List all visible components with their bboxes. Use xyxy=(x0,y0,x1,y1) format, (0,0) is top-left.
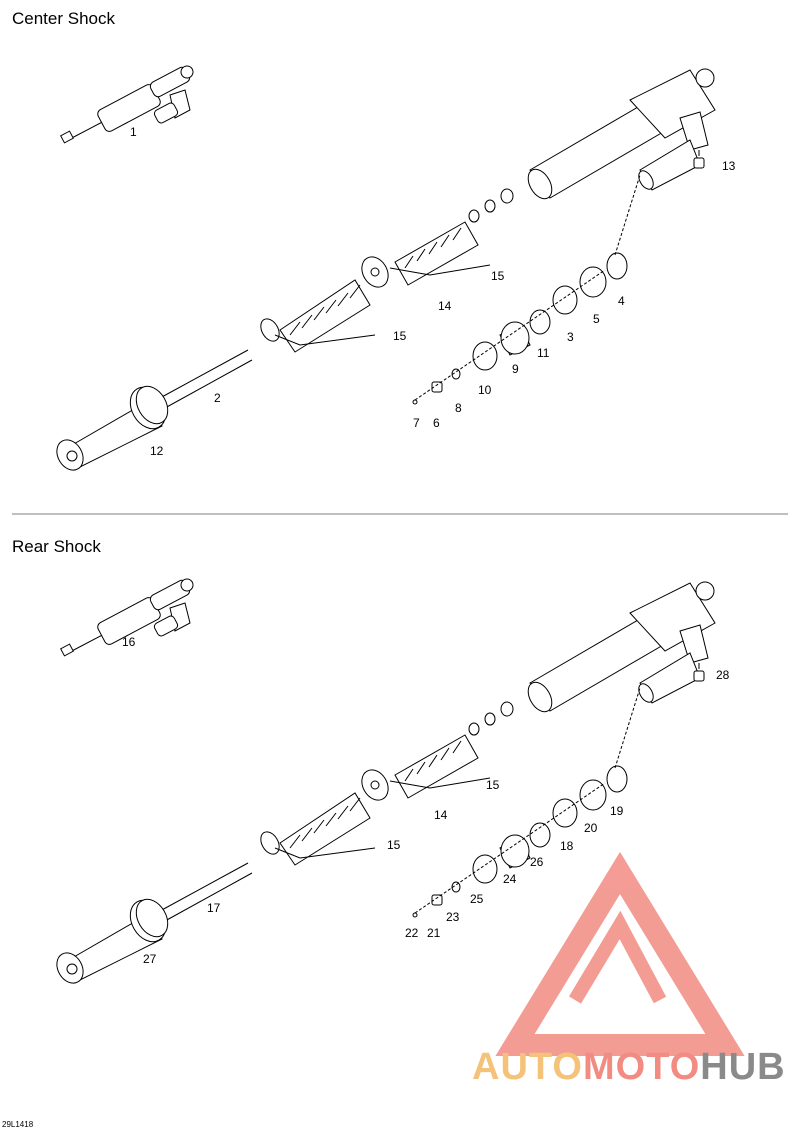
label-23: 23 xyxy=(446,910,460,924)
label-15c: 15 xyxy=(387,838,401,852)
label-2: 2 xyxy=(214,391,221,405)
label-11: 11 xyxy=(537,346,550,360)
label-9: 9 xyxy=(512,362,519,376)
label-17: 17 xyxy=(207,901,221,915)
watermark-logo xyxy=(495,851,745,1056)
label-18: 18 xyxy=(560,839,574,853)
label-14-rear: 14 xyxy=(434,808,448,822)
label-28: 28 xyxy=(716,668,730,682)
center-shock-drawing xyxy=(51,65,716,476)
label-13: 13 xyxy=(722,159,736,173)
label-15d: 15 xyxy=(486,778,500,792)
label-27: 27 xyxy=(143,952,157,966)
label-10: 10 xyxy=(478,383,492,397)
label-15b: 15 xyxy=(491,269,505,283)
watermark-hub: HUB xyxy=(700,1046,786,1088)
rear-shock-title: Rear Shock xyxy=(12,537,101,556)
watermark-auto: AUTO xyxy=(472,1046,583,1088)
label-14: 14 xyxy=(438,299,452,313)
label-6: 6 xyxy=(433,416,440,430)
label-8: 8 xyxy=(455,401,462,415)
label-4: 4 xyxy=(618,294,625,308)
watermark-text: AUTOMOTOHUB xyxy=(472,1046,786,1089)
label-21: 21 xyxy=(427,926,441,940)
label-15a: 15 xyxy=(393,329,407,343)
label-22: 22 xyxy=(405,926,419,940)
label-12: 12 xyxy=(150,444,164,458)
label-1: 1 xyxy=(130,125,137,139)
label-3: 3 xyxy=(567,330,574,344)
label-20: 20 xyxy=(584,821,598,835)
label-26: 26 xyxy=(530,855,544,869)
figure-code: 29L1418 xyxy=(2,1120,34,1129)
watermark-moto: MOTO xyxy=(582,1046,701,1088)
center-shock-title: Center Shock xyxy=(12,9,115,28)
label-16: 16 xyxy=(122,635,136,649)
label-5: 5 xyxy=(593,312,600,326)
label-24: 24 xyxy=(503,872,517,886)
label-25: 25 xyxy=(470,892,484,906)
label-19: 19 xyxy=(610,804,624,818)
label-7: 7 xyxy=(413,416,420,430)
